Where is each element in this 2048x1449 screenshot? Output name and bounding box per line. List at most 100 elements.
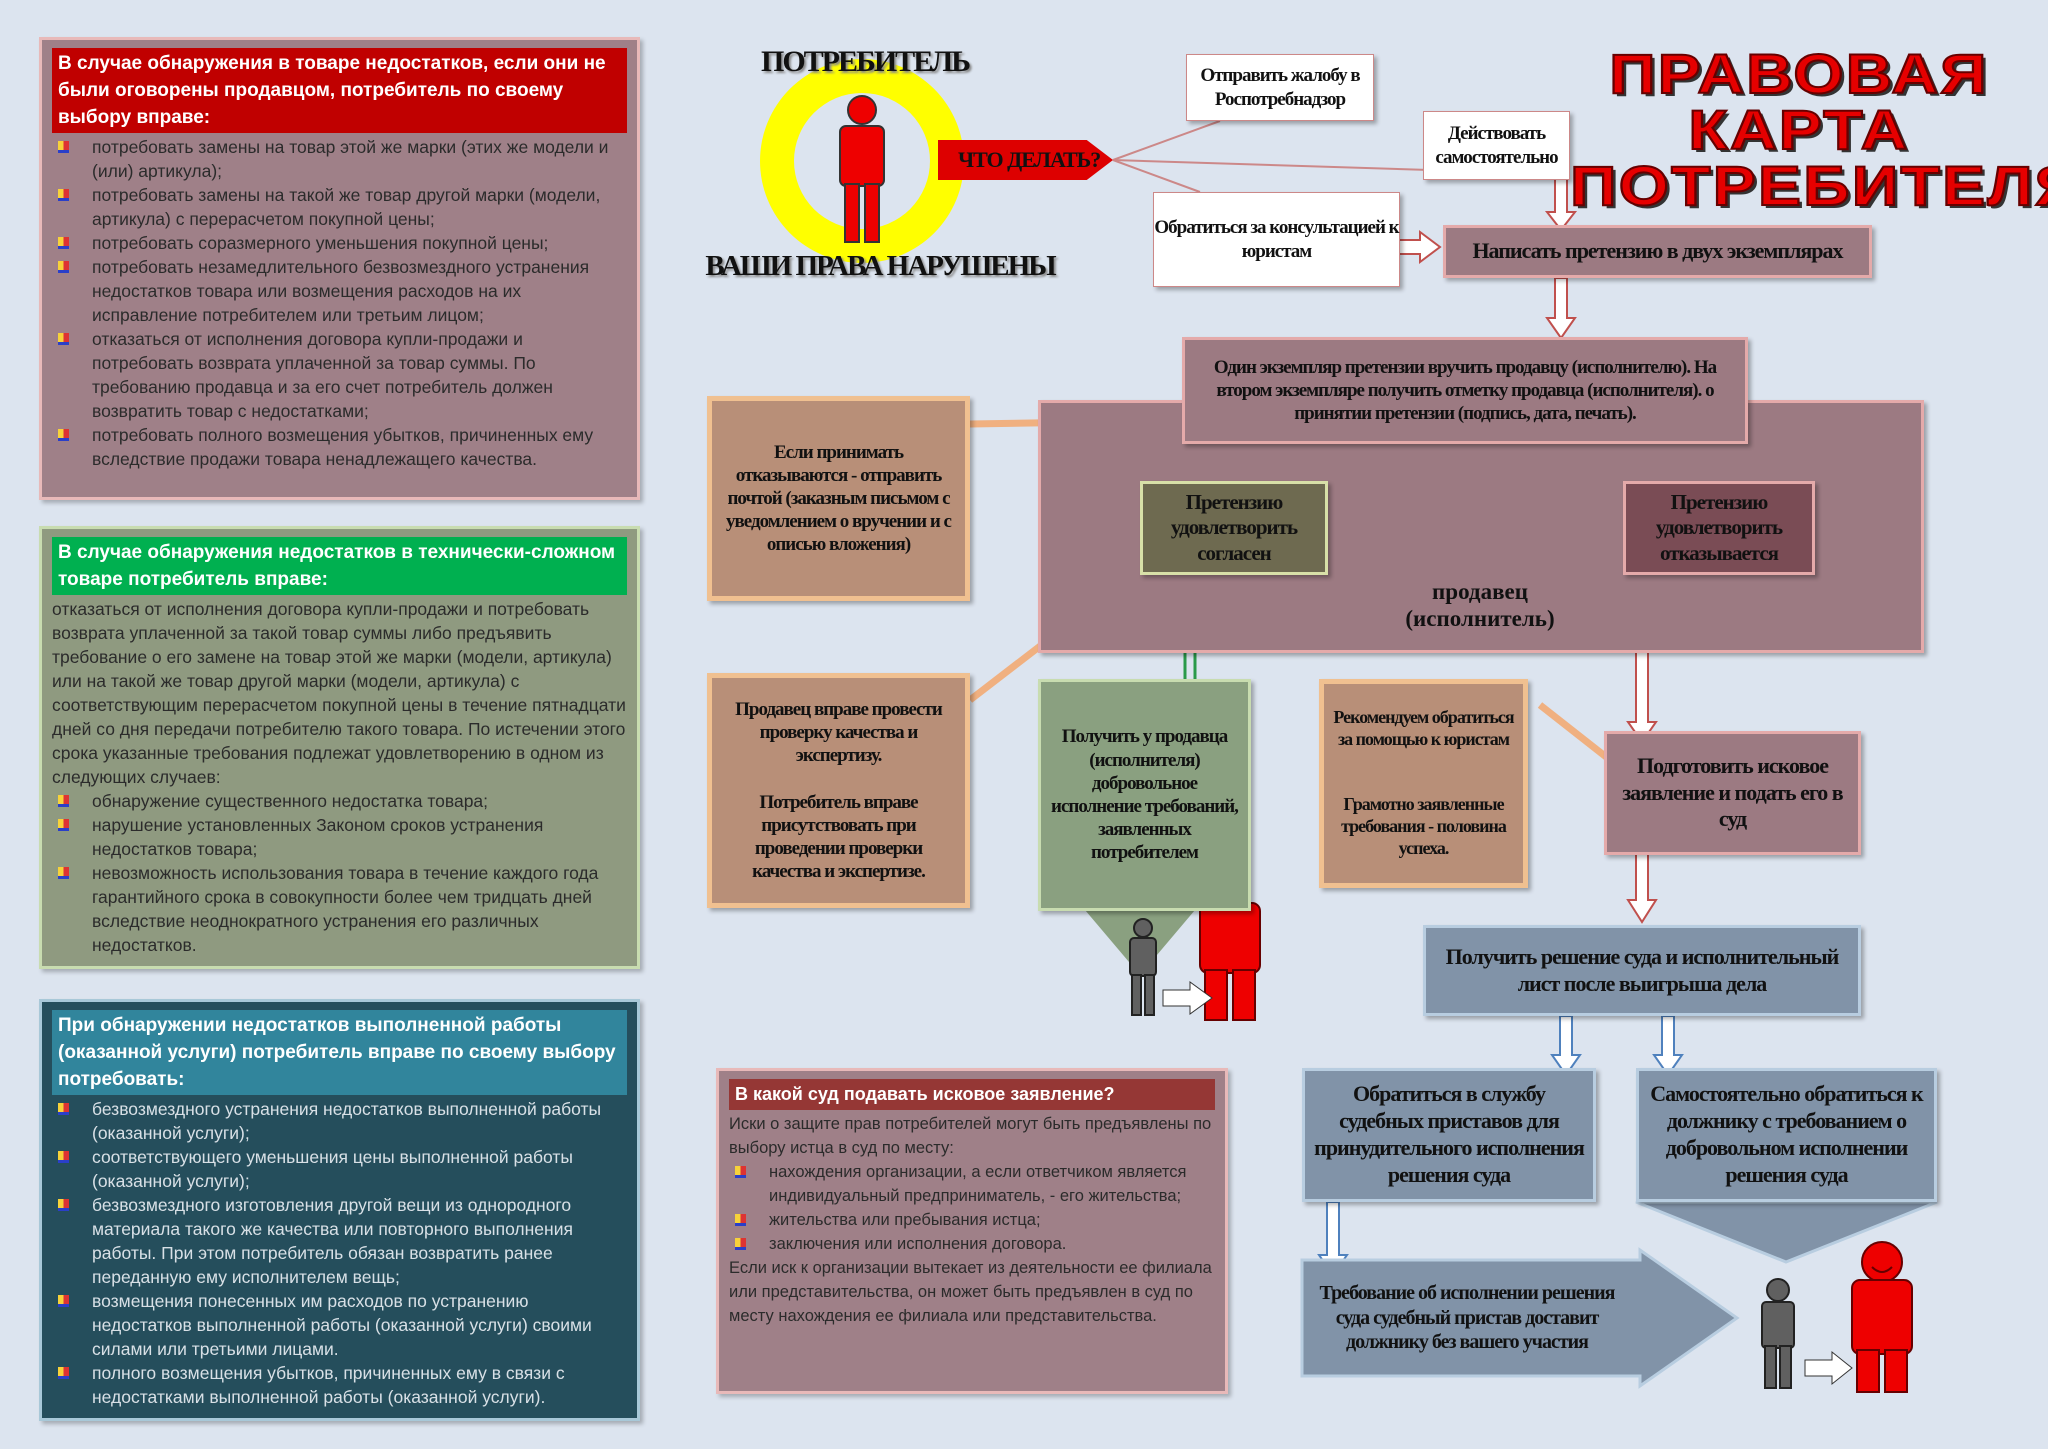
bullet-icon <box>58 1199 69 1211</box>
list-item-text: обнаружение существенного недостатка тов… <box>92 791 489 811</box>
panel-service-rights: При обнаружении недостатков выполненной … <box>39 999 640 1421</box>
consumer-label: ПОТРЕБИТЕЛЬ <box>761 45 971 78</box>
bullet-icon <box>58 261 69 273</box>
bullet-icon <box>58 1103 69 1115</box>
consult-lawyers-box: Обратиться за консультацией к юристам <box>1153 192 1400 287</box>
list-item-text: потребовать соразмерного уменьшения поку… <box>92 233 549 253</box>
voluntary-execution-box: Получить у продавца (исполнителя) добров… <box>1038 679 1251 911</box>
list-item-text: жительства или пребывания истца; <box>769 1211 1041 1229</box>
what-to-do-arrow: ЧТО ДЕЛАТЬ? <box>938 140 1113 180</box>
bullet-icon <box>735 1238 746 1250</box>
expertise-box: Продавец вправе провести проверку качест… <box>707 673 970 908</box>
rights-list: безвозмездного устранения недостатков вы… <box>52 1097 627 1409</box>
rights-list: обнаружение существенного недостатка тов… <box>52 789 627 957</box>
list-item-text: заключения или исполнения договора. <box>769 1235 1067 1253</box>
bullet-icon <box>58 141 69 153</box>
list-item-text: нарушение установленных Законом сроков у… <box>92 815 544 859</box>
list-item: обнаружение существенного недостатка тов… <box>52 789 627 813</box>
list-item: безвозмездного устранения недостатков вы… <box>52 1097 627 1145</box>
list-item: невозможность использования товара в теч… <box>52 861 627 957</box>
lawyers-recommendation-box: Рекомендуем обратиться за помощью к юрис… <box>1319 679 1528 888</box>
title-line: ПРАВОВАЯ <box>1608 42 1989 105</box>
panel-header: При обнаружении недостатков выполненной … <box>52 1010 627 1095</box>
panel-header: В случае обнаружения в товаре недостатко… <box>52 48 627 133</box>
list-item: нарушение установленных Законом сроков у… <box>52 813 627 861</box>
callout-lines <box>1112 120 1431 193</box>
mail-claim-box: Если принимать отказываются - отправить … <box>707 396 970 601</box>
prepare-lawsuit-box: Подготовить исковое заявление и подать е… <box>1604 731 1861 855</box>
bullet-icon <box>735 1214 746 1226</box>
list-item-text: безвозмездного изготовления другой вещи … <box>92 1195 573 1287</box>
page-title: ПРАВОВАЯ КАРТА ПОТРЕБИТЕЛЯ <box>1569 45 2048 215</box>
list-item: нахождения организации, а если ответчико… <box>729 1160 1215 1208</box>
panel-outro: Если иск к организации вытекает из деяте… <box>729 1259 1212 1325</box>
bailiff-action-text: Требование об исполнении решения суда су… <box>1319 1282 1615 1354</box>
list-item: потребовать незамедлительного безвозмезд… <box>52 255 627 327</box>
bullet-icon <box>58 795 69 807</box>
panel-goods-rights: В случае обнаружения в товаре недостатко… <box>39 37 640 500</box>
list-item-text: потребовать незамедлительного безвозмезд… <box>92 257 590 325</box>
panel-court: В какой суд подавать исковое заявление? … <box>716 1068 1228 1394</box>
list-item: потребовать соразмерного уменьшения поку… <box>52 231 627 255</box>
title-line: КАРТА <box>1687 98 1910 161</box>
handover-arrow-icon <box>1162 981 1213 1015</box>
bullet-icon <box>58 333 69 345</box>
write-claim-box: Написать претензию в двух экземплярах <box>1443 225 1872 278</box>
act-independently-box: Действовать самостоятельно <box>1423 111 1570 180</box>
bullet-icon <box>58 867 69 879</box>
list-item-text: безвозмездного устранения недостатков вы… <box>92 1099 602 1143</box>
list-item: соответствующего уменьшения цены выполне… <box>52 1145 627 1193</box>
list-item: потребовать замены на товар этой же марк… <box>52 135 627 183</box>
list-item-text: отказаться от исполнения договора купли-… <box>92 329 553 421</box>
bottom-seller-icon <box>1761 1278 1795 1389</box>
bailiffs-service-box: Обратиться в службу судебных приставов д… <box>1302 1068 1596 1202</box>
complaint-rospotrebnadzor-box: Отправить жалобу в Роспотребнадзор <box>1186 54 1374 121</box>
seller-label: продавец (исполнитель) <box>1405 579 1555 631</box>
rights-list: потребовать замены на товар этой же марк… <box>52 135 627 471</box>
deliver-claim-box: Один экземпляр претензии вручить продавц… <box>1182 337 1748 444</box>
rights-violated-caption: ВАШИ ПРАВА НАРУШЕНЫ <box>705 250 1056 282</box>
title-line: ПОТРЕБИТЕЛЯ <box>1569 154 2048 217</box>
court-decision-box: Получить решение суда и исполнительный л… <box>1423 925 1861 1016</box>
panel-header: В случае обнаружения недостатков в техни… <box>52 537 627 595</box>
bottom-happy-consumer-icon <box>1851 1241 1913 1393</box>
panel-intro: Иски о защите прав потребителей могут бы… <box>729 1115 1212 1157</box>
list-item: потребовать полного возмещения убытков, … <box>52 423 627 471</box>
list-item: безвозмездного изготовления другой вещи … <box>52 1193 627 1289</box>
bailiff-big-arrow <box>1300 1247 1740 1389</box>
bullet-icon <box>58 819 69 831</box>
bullet-icon <box>58 1367 69 1379</box>
panel-intro: отказаться от исполнения договора купли-… <box>52 599 626 787</box>
contact-debtor-box: Самостоятельно обратиться к должнику с т… <box>1636 1068 1937 1202</box>
list-item-text: полного возмещения убытков, причиненных … <box>92 1363 565 1407</box>
list-item-text: нахождения организации, а если ответчико… <box>769 1163 1187 1205</box>
small-seller-icon <box>1129 918 1157 1016</box>
list-item: полного возмещения убытков, причиненных … <box>52 1361 627 1409</box>
list-item: возмещения понесенных им расходов по уст… <box>52 1289 627 1361</box>
list-item-text: потребовать замены на такой же товар дру… <box>92 185 601 229</box>
bullet-icon <box>58 429 69 441</box>
consumer-figure-icon <box>839 95 885 243</box>
list-item: потребовать замены на такой же товар дру… <box>52 183 627 231</box>
seller-agrees-box: Претензию удовлетворить согласен <box>1140 481 1328 575</box>
bullet-icon <box>58 1295 69 1307</box>
blue-down-arrows <box>1317 1015 1684 1277</box>
bullet-icon <box>58 189 69 201</box>
debtor-arrow <box>1635 1200 1938 1264</box>
bullet-icon <box>58 237 69 249</box>
bullet-icon <box>735 1166 746 1178</box>
list-item-text: возмещения понесенных им расходов по уст… <box>92 1291 592 1359</box>
list-item: отказаться от исполнения договора купли-… <box>52 327 627 423</box>
list-item: жительства или пребывания истца; <box>729 1208 1215 1232</box>
list-item: заключения или исполнения договора. <box>729 1232 1215 1256</box>
bottom-handover-arrow-icon <box>1804 1350 1853 1386</box>
bullet-icon <box>58 1151 69 1163</box>
list-item-text: потребовать полного возмещения убытков, … <box>92 425 594 469</box>
court-list: нахождения организации, а если ответчико… <box>729 1160 1215 1256</box>
list-item-text: невозможность использования товара в теч… <box>92 863 599 955</box>
panel-header: В какой суд подавать исковое заявление? <box>729 1079 1215 1110</box>
list-item-text: потребовать замены на товар этой же марк… <box>92 137 609 181</box>
seller-refuses-box: Претензию удовлетворить отказывается <box>1623 481 1815 575</box>
panel-complex-goods: В случае обнаружения недостатков в техни… <box>39 526 640 969</box>
list-item-text: соответствующего уменьшения цены выполне… <box>92 1147 573 1191</box>
